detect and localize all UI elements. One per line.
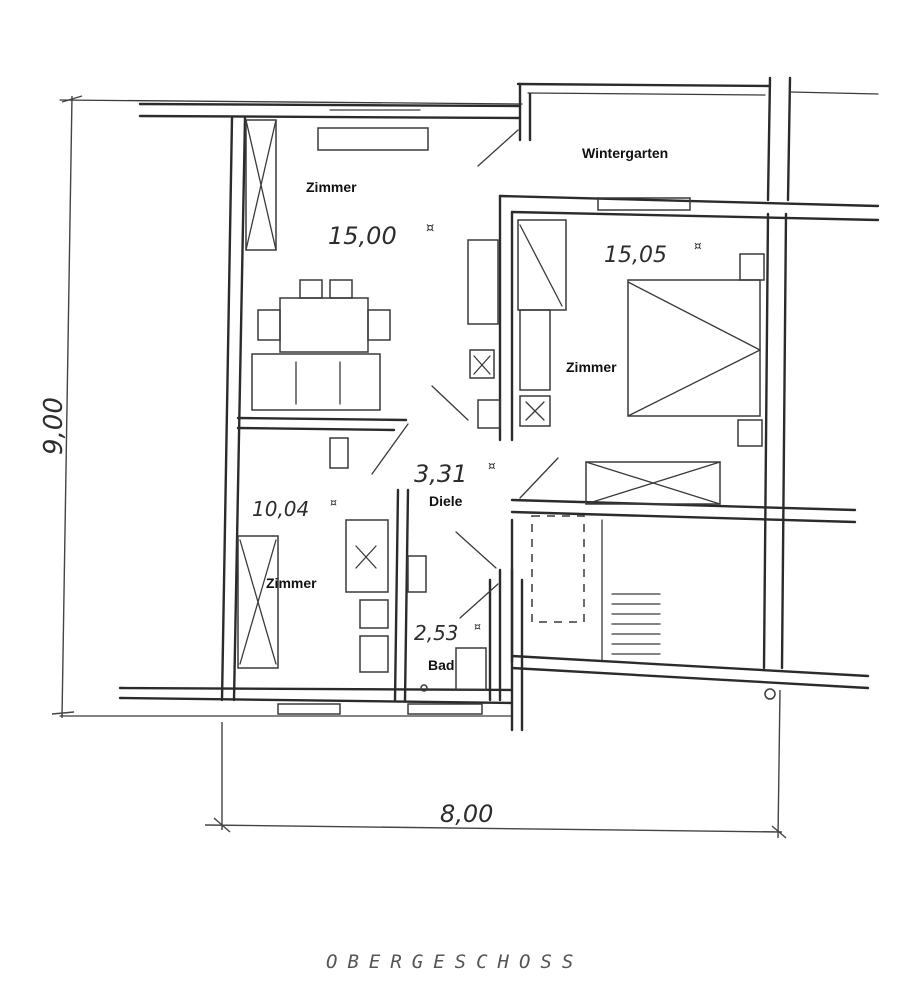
room-label-wintergarten: Wintergarten xyxy=(582,145,668,161)
room-label-zimmer-1: Zimmer xyxy=(306,179,357,195)
room-area-diele: 3,31 xyxy=(414,460,467,488)
room-label-zimmer-2: Zimmer xyxy=(566,359,617,375)
walls xyxy=(118,76,880,732)
room-label-zimmer-3: Zimmer xyxy=(266,575,317,591)
area-suffix-4: ¤ xyxy=(330,496,337,509)
room-area-zimmer-2: 15,05 xyxy=(604,243,667,268)
area-suffix-2: ¤ xyxy=(694,239,702,253)
plan-title: OBERGESCHOSS xyxy=(326,951,583,973)
area-suffix-5: ¤ xyxy=(474,620,481,633)
area-suffix-1: ¤ xyxy=(426,221,434,236)
dimension-width: 8,00 xyxy=(440,800,493,828)
doors xyxy=(371,129,559,619)
room-label-bad: Bad xyxy=(428,657,454,673)
room-area-zimmer-1: 15,00 xyxy=(328,222,397,250)
room-area-zimmer-3: 10,04 xyxy=(252,497,309,521)
area-suffix-3: ¤ xyxy=(488,459,496,473)
windows xyxy=(277,109,691,715)
dimension-lines xyxy=(51,95,787,839)
furniture xyxy=(237,119,776,700)
dimension-depth: 9,00 xyxy=(39,397,69,455)
room-area-bad: 2,53 xyxy=(414,621,459,645)
room-label-diele: Diele xyxy=(429,493,463,509)
